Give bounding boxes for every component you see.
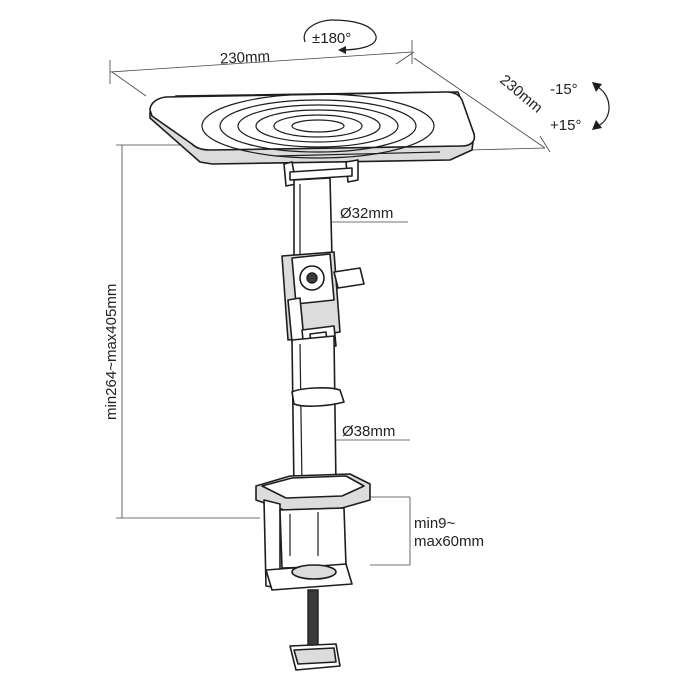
tray [149,91,476,165]
lower-pole [291,335,345,491]
tilt-arrow [592,82,610,130]
clamp-screw [289,589,341,671]
lower-pole-label: Ø38mm [342,423,395,440]
rotation-arrow [303,19,377,54]
height-label: min264~max405mm [103,284,120,420]
cable-clip [291,387,345,407]
width-label: 230mm [220,48,271,68]
upper-pole [293,177,333,261]
clamp-range-line2: max60mm [414,533,484,550]
tray-bracket [283,159,359,187]
clamp-range-line1: min9~ [414,515,456,532]
upper-pole-label: Ø32mm [340,205,393,222]
desk-clamp [255,473,371,591]
tilt-up-label: -15° [550,81,578,98]
depth-label: 230mm [496,71,545,116]
tray-rings [201,93,435,159]
joint [281,251,365,351]
dimension-lines [109,40,551,566]
rotation-label: ±180° [312,30,351,47]
tilt-down-label: +15° [550,117,581,134]
